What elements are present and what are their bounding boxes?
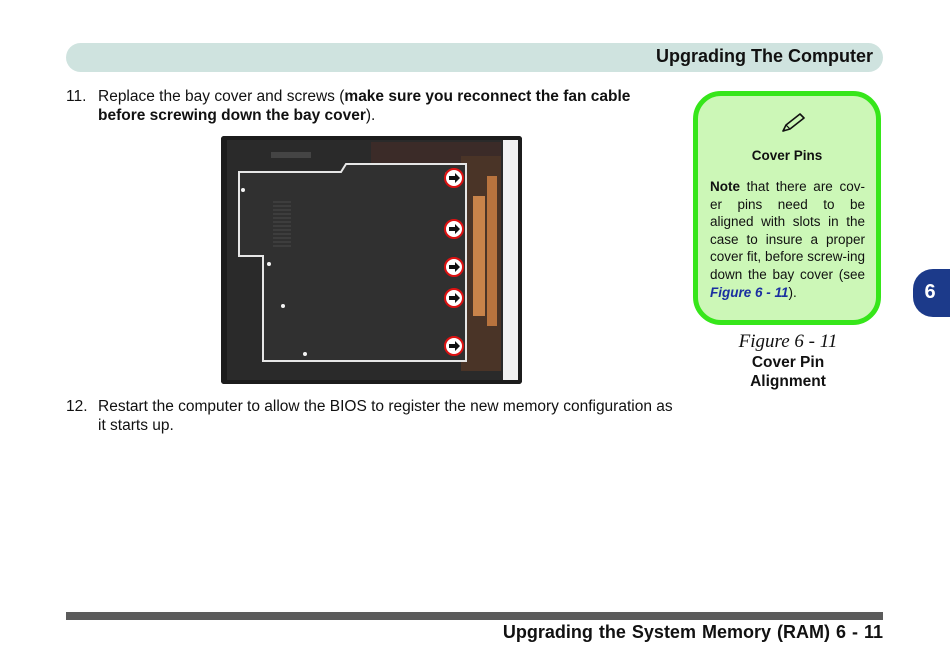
- figure-reference-link[interactable]: Figure 6 - 11: [710, 284, 789, 300]
- note-title: Cover Pins: [751, 148, 823, 163]
- bay-cover-photo: [221, 136, 522, 384]
- step-text-post: ).: [365, 107, 376, 124]
- header-bar: Upgrading The Computer: [66, 43, 883, 72]
- step-number: 11.: [66, 88, 87, 105]
- chapter-tab[interactable]: 6: [913, 269, 950, 317]
- step-text-pre: Replace the bay cover and screws (: [98, 88, 345, 105]
- step-text: Replace the bay cover and screws (make s…: [98, 87, 666, 125]
- figure-title-line2: Alignment: [750, 373, 826, 390]
- step-11: 11. Replace the bay cover and screws (ma…: [66, 87, 666, 127]
- footer-rule: [66, 612, 883, 620]
- page-header-title: Upgrading The Computer: [656, 46, 873, 66]
- note-body: that there are cov-er pins need to be al…: [710, 179, 865, 282]
- figure-caption: Figure 6 - 11 Cover Pin Alignment: [690, 331, 886, 391]
- note-box: Cover Pins Note that there are cov-er pi…: [693, 91, 881, 325]
- footer-text: Upgrading the System Memory (RAM) 6 - 11: [502, 622, 883, 642]
- step-text-bold: make sure you reconnect the fan cable be…: [98, 88, 631, 124]
- chapter-number: 6: [924, 281, 936, 303]
- note-bold-lead: Note: [710, 179, 740, 194]
- figure-title-line1: Cover Pin: [751, 354, 825, 371]
- figure-number: Figure 6 - 11: [738, 331, 838, 352]
- step-text: Restart the computer to allow the BIOS t…: [98, 398, 673, 434]
- note-text: Note that there are cov-er pins need to …: [710, 178, 865, 301]
- step-number: 12.: [66, 398, 88, 415]
- note-body-end: ).: [788, 284, 797, 300]
- step-12: 12. Restart the computer to allow the BI…: [66, 397, 676, 437]
- pen-icon: [782, 113, 805, 132]
- pin-marker-arrows: [444, 168, 464, 356]
